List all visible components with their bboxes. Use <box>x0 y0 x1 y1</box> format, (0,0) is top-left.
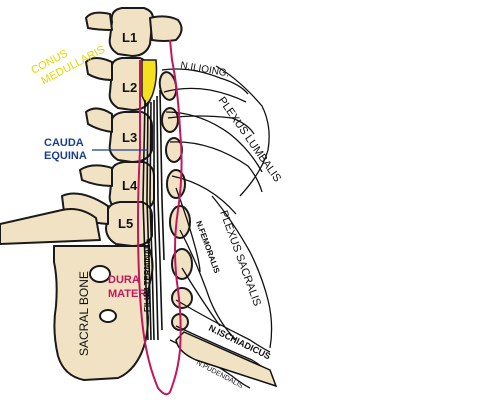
vertebra-label: L2 <box>122 80 137 95</box>
sciatic-nerve-bundle <box>175 331 278 388</box>
conus-medullaris-label: CONUS MEDULLARIS <box>29 44 107 88</box>
vertebra-l1-facet <box>149 15 183 42</box>
dura-mater-outline <box>136 39 183 396</box>
foramen-5 <box>169 205 191 239</box>
lumbar-posterior-shelf <box>0 208 101 245</box>
filum-terminale-label: FILUM TERMINALE <box>143 238 152 312</box>
dura-label-line1: DURA <box>108 274 140 286</box>
sacral-bone-label: SACRAL BONE <box>77 271 91 356</box>
nerve-roots <box>161 65 273 389</box>
sacral-foramen <box>99 309 117 323</box>
vertebral-column <box>0 7 183 381</box>
vertebra-labels: L1 L2 L3 L4 L5 <box>118 30 138 231</box>
cauda-label-line2: EQUINA <box>44 150 87 162</box>
vertebra-l1-process <box>85 11 113 31</box>
cauda-label-line1: CAUDA <box>44 137 84 149</box>
vertebra-label: L1 <box>122 30 137 45</box>
foramen-7 <box>171 287 193 309</box>
foramen-2 <box>161 107 179 133</box>
foramen-6 <box>171 248 193 280</box>
dura-label-line2: MATER <box>108 288 146 300</box>
vertebra-label: L5 <box>118 216 133 231</box>
sacral-foramen <box>89 265 111 283</box>
vertebra-l1-body <box>108 7 154 57</box>
vertebra-label: L4 <box>122 178 138 193</box>
intervertebral-foramina <box>158 71 193 331</box>
n-femoralis-label: N.FEMORALIS <box>194 220 222 275</box>
vertebra-l3-process <box>85 107 113 133</box>
vertebra-label: L3 <box>122 130 137 145</box>
vertebra-l2-process <box>85 57 113 81</box>
plexus-lumbalis-label: PLEXUS LUMBALIS <box>216 95 284 185</box>
cauda-equina-fibers <box>142 89 165 341</box>
n-ilioing-label: N.ILIOING. <box>179 60 230 79</box>
vertebra-l4-process <box>79 164 113 187</box>
conus-medullaris-shape <box>141 59 158 105</box>
plexus-sacralis-label: PLEXUS SACRALIS <box>217 209 263 308</box>
